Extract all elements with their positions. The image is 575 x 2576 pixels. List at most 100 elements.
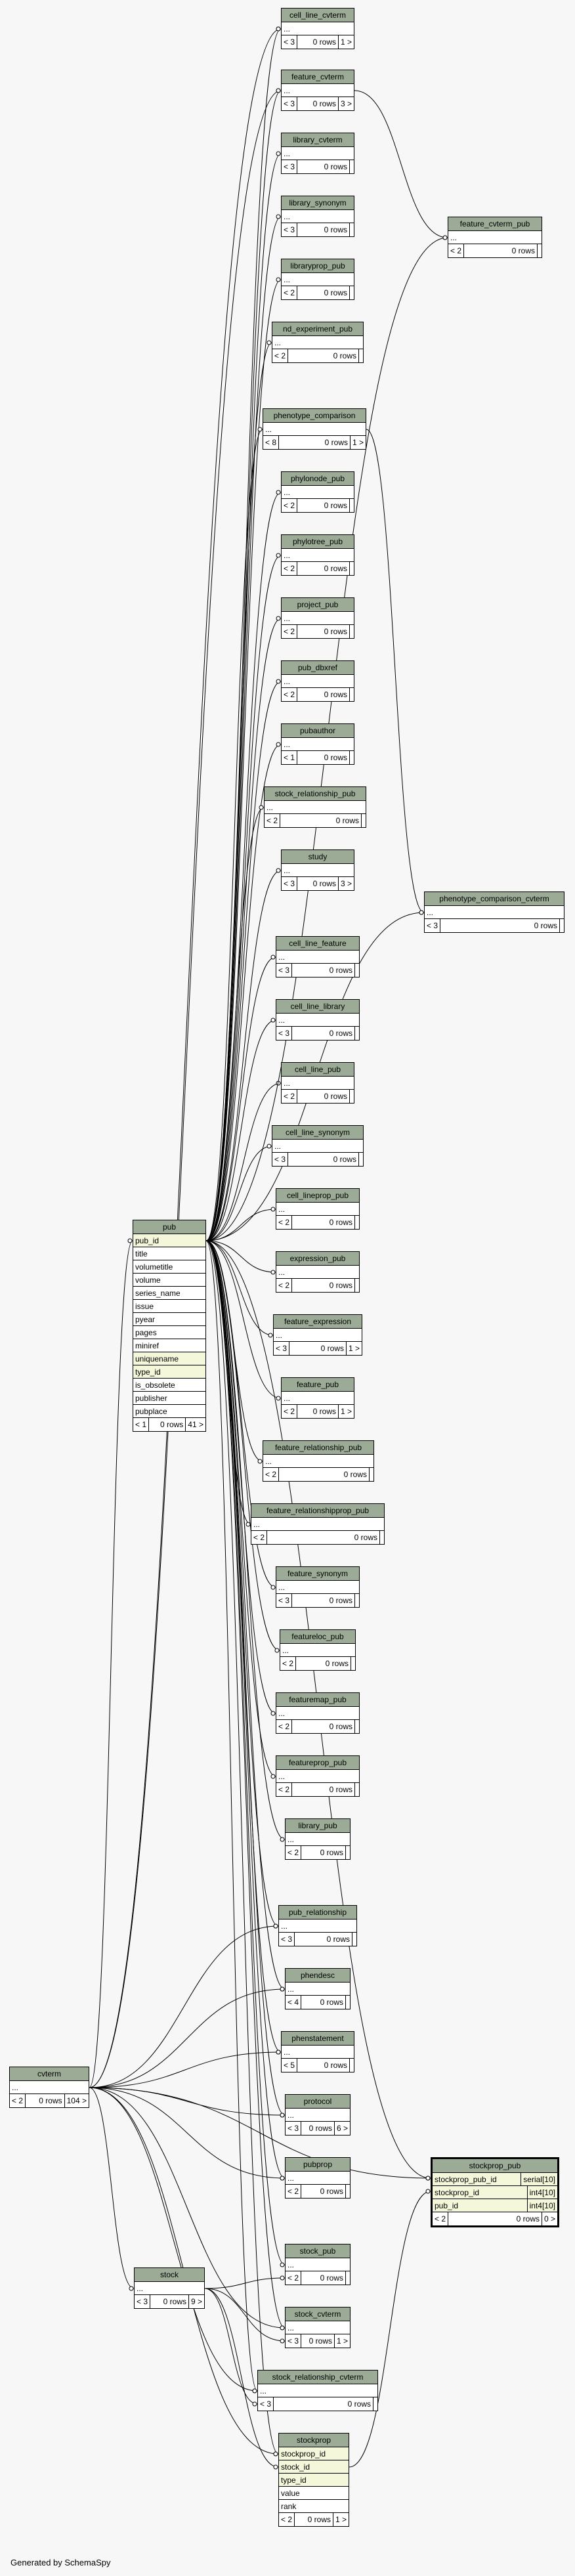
relationship-end-marker	[273, 2464, 278, 2470]
pub-to-project_pub-line	[205, 618, 282, 1241]
relationship-end-marker	[425, 2189, 431, 2194]
column-row: ...	[282, 675, 354, 688]
relationship-end-marker	[127, 1238, 133, 1243]
column-row: ...	[280, 1644, 355, 1657]
table-name: library_pub	[286, 1819, 350, 1833]
row-count: 0 rows	[288, 1153, 359, 1166]
parents-count: < 2	[279, 2513, 295, 2526]
parents-count: < 2	[265, 814, 281, 827]
column-type: serial[10]	[523, 2175, 555, 2184]
children-count	[373, 2397, 377, 2411]
relationship-end-marker	[276, 26, 281, 32]
column-row: stock_id	[279, 2460, 349, 2474]
pub-to-cell_line_library-line	[205, 1020, 276, 1241]
table-name: cell_line_library	[276, 1000, 359, 1014]
parents-count: < 3	[258, 2397, 274, 2411]
children-count: 41 >	[188, 1420, 203, 1429]
relationship-end-marker	[280, 2262, 285, 2267]
stock-to-stock_relationship_cvterm-line	[204, 2288, 258, 2405]
relationship-end-marker	[276, 868, 281, 873]
row-count: 0 rows	[292, 1279, 355, 1292]
children-count	[362, 814, 366, 827]
table-name: feature_expression	[274, 1315, 362, 1329]
stock-to-stock_pub-line	[204, 2277, 286, 2289]
relationship-end-marker	[266, 340, 272, 345]
row-count: 0 rows	[292, 1720, 355, 1733]
pub-to-pubauthor-line	[205, 744, 282, 1241]
table-name: featureloc_pub	[280, 1630, 355, 1644]
cvterm-to-stock-line	[89, 2087, 135, 2289]
relationship-end-marker	[270, 1585, 276, 1590]
table-name: feature_synonym	[276, 1567, 359, 1581]
column-row: ...	[276, 1266, 359, 1279]
parents-count: < 2	[251, 1531, 268, 1544]
row-count: 0 rows	[292, 1216, 355, 1229]
parents-count: < 2	[282, 625, 298, 638]
row-count: 0 rows	[292, 964, 355, 977]
relationship-end-marker	[280, 2338, 285, 2344]
row-count: 0 rows	[297, 499, 350, 512]
column-row: ...	[282, 22, 354, 35]
column-type: int4[10]	[529, 2188, 555, 2197]
pub-to-feature_expression-line	[205, 1240, 274, 1336]
relationship-end-marker	[257, 1459, 263, 1464]
column-type: int4[10]	[529, 2201, 555, 2210]
children-count	[350, 625, 354, 638]
relationship-end-marker	[280, 2275, 285, 2281]
pub-to-featureprop_pub-line	[205, 1240, 276, 1777]
column-row: ...	[258, 2384, 377, 2397]
column-row: ...	[276, 1707, 359, 1720]
relationship-end-marker	[442, 235, 448, 240]
table-name: nd_experiment_pub	[272, 322, 363, 336]
